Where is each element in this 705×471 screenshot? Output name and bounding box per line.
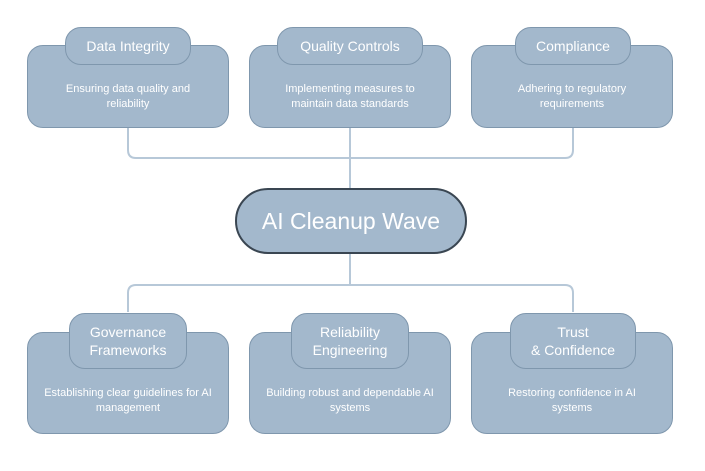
card-description: Restoring confidence in AI systems — [508, 387, 636, 414]
center-node: AI Cleanup Wave — [235, 188, 467, 254]
card-description: Adhering to regulatory requirements — [517, 83, 627, 110]
tab-data-integrity: Data Integrity — [65, 27, 191, 65]
card-description: Establishing clear guidelines for AI man… — [44, 387, 212, 414]
card-description: Implementing measures to maintain data s… — [285, 83, 415, 110]
tab-governance-frameworks: Governance Frameworks — [69, 313, 187, 369]
tab-compliance: Compliance — [515, 27, 631, 65]
tab-reliability-engineering: Reliability Engineering — [291, 313, 409, 369]
bottom-connector — [127, 284, 574, 312]
tab-trust-confidence: Trust & Confidence — [510, 313, 636, 369]
card-description: Building robust and dependable AI system… — [266, 387, 434, 414]
tab-quality-controls: Quality Controls — [277, 27, 423, 65]
card-description: Ensuring data quality and reliability — [65, 83, 191, 110]
